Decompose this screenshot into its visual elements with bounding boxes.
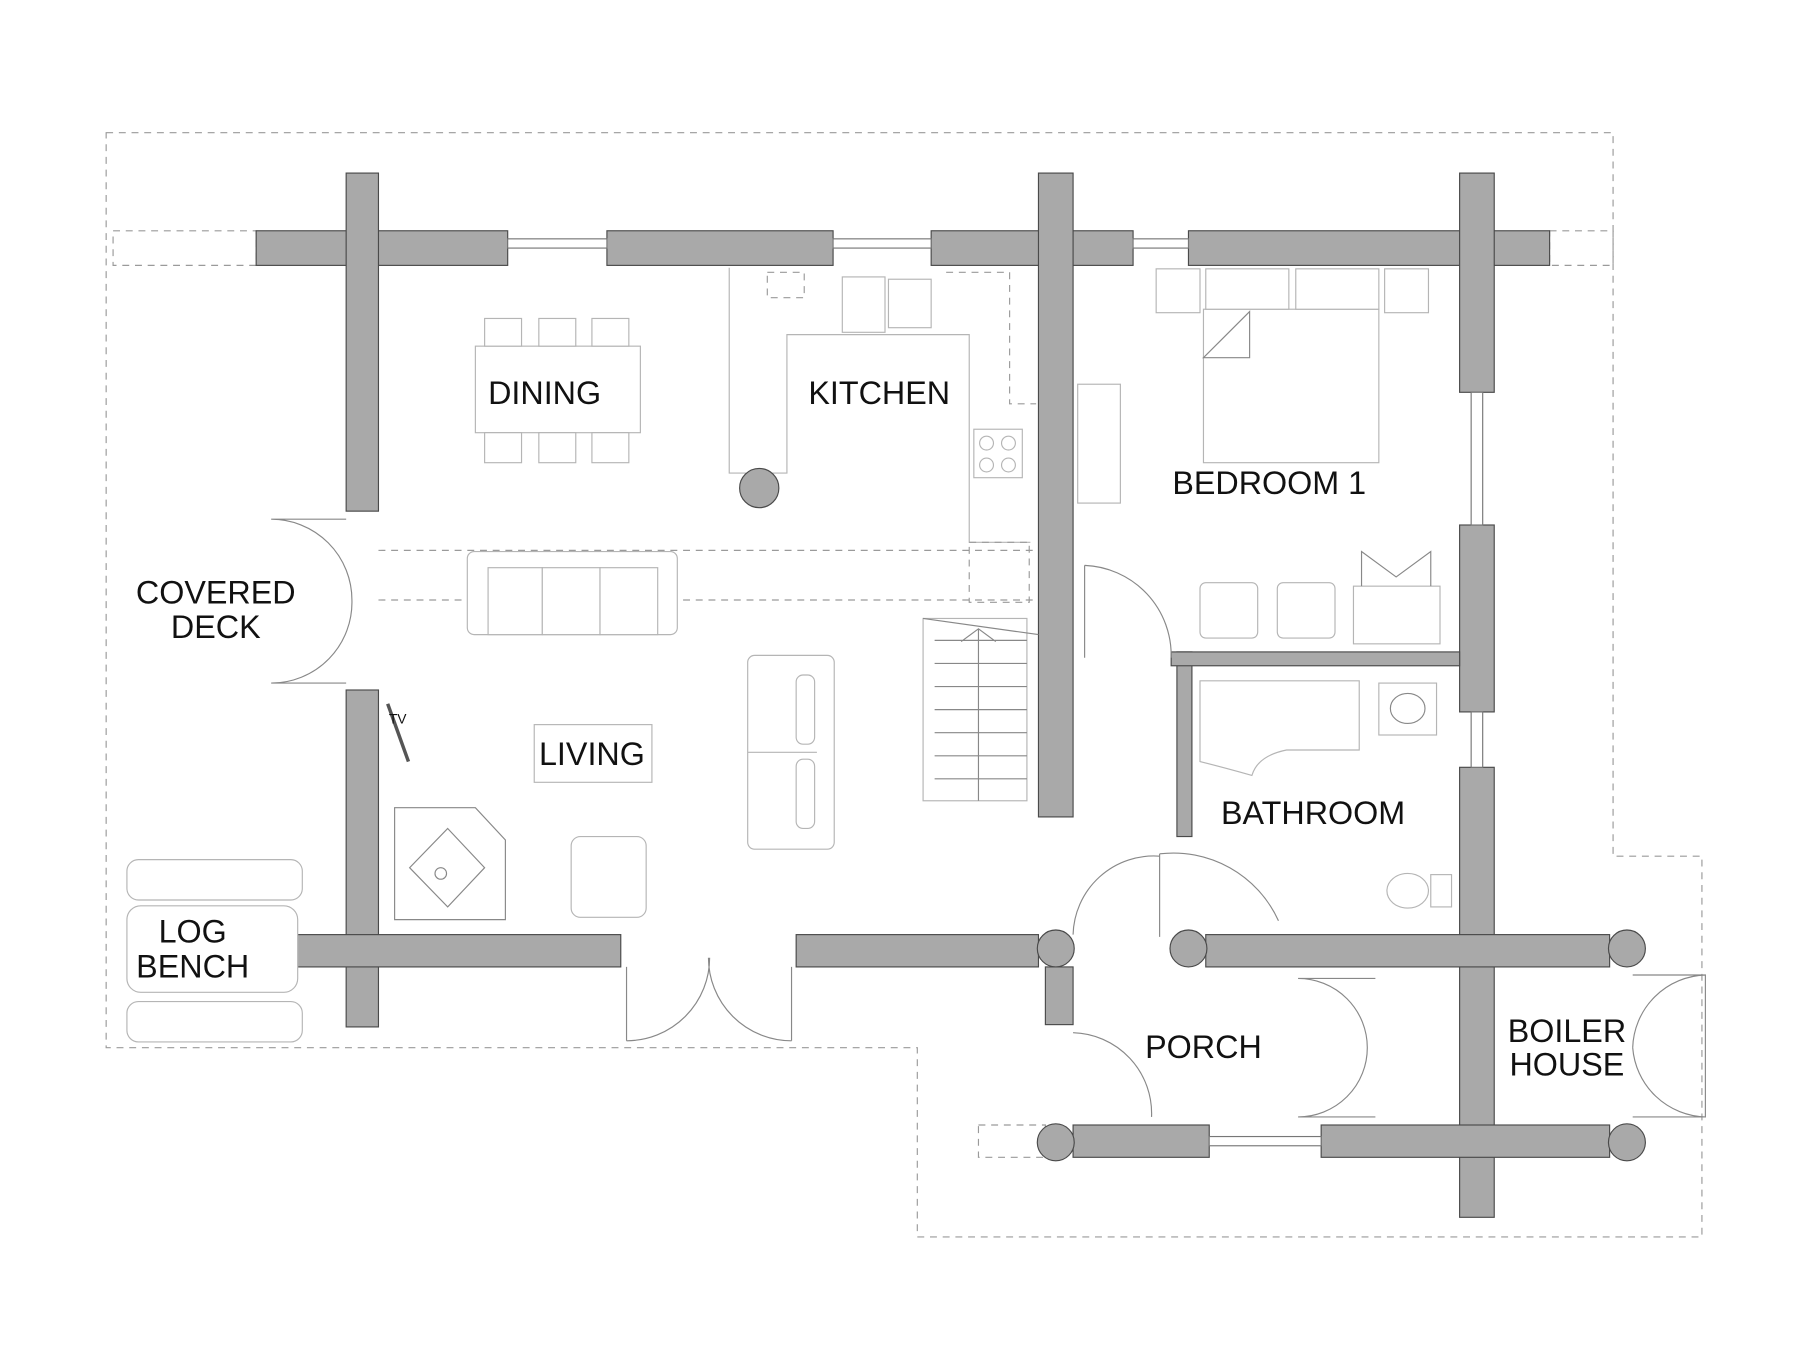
- kitchen-stool: [739, 467, 780, 509]
- eave-left: [112, 230, 257, 266]
- sofa-two-seat: [747, 654, 835, 850]
- sofa-three-seat: [466, 550, 678, 636]
- stairs: [922, 541, 1039, 802]
- kitchen-units: [728, 267, 1037, 543]
- label-boiler-house-1: BOILER: [1508, 1013, 1626, 1049]
- tv: TV: [386, 703, 411, 763]
- label-bathroom: BATHROOM: [1221, 795, 1405, 831]
- label-covered-deck-2: DECK: [171, 609, 261, 645]
- label-boiler-house-2: HOUSE: [1509, 1046, 1624, 1082]
- bedroom-seating: [1199, 550, 1441, 645]
- eave-porch: [977, 1124, 1046, 1158]
- stove: [394, 807, 506, 921]
- bathroom-fixtures: [1199, 680, 1453, 909]
- label-log-bench-2: BENCH: [136, 948, 249, 984]
- windows: [507, 238, 1484, 1147]
- label-porch: PORCH: [1145, 1029, 1262, 1065]
- label-living: LIVING: [539, 736, 645, 772]
- wardrobe: [1077, 383, 1121, 504]
- label-bedroom-1: BEDROOM 1: [1172, 465, 1366, 501]
- walls: [255, 172, 1646, 1218]
- rug: [533, 724, 653, 783]
- tv-label: TV: [389, 710, 407, 726]
- armchair: [570, 835, 647, 918]
- log-bench: [126, 859, 303, 1043]
- bed: [1155, 268, 1430, 464]
- label-kitchen: KITCHEN: [808, 375, 950, 411]
- doors: [271, 518, 1706, 1118]
- roof-outline: [105, 132, 1703, 1238]
- label-log-bench-1: LOG: [159, 914, 227, 950]
- label-covered-deck-1: COVERED: [136, 574, 296, 610]
- dining-table: [474, 317, 641, 464]
- eave-right: [1549, 230, 1614, 266]
- room-labels: DINING KITCHEN BEDROOM 1 COVERED DECK LI…: [136, 375, 1626, 1083]
- label-dining: DINING: [488, 375, 601, 411]
